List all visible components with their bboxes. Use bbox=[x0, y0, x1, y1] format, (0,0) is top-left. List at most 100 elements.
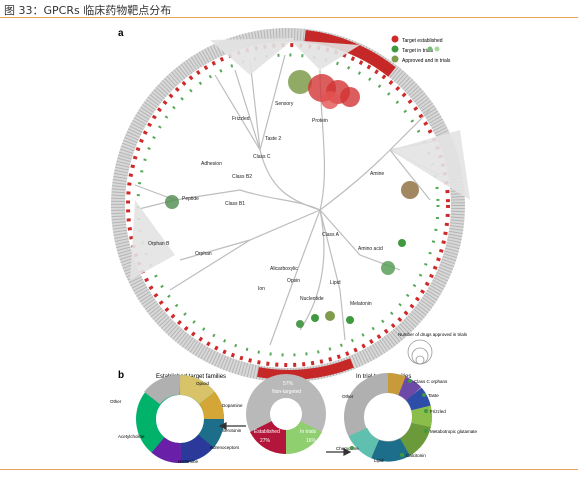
branch-label-orphan-b: Orphan B bbox=[148, 241, 170, 247]
segment-6 bbox=[371, 438, 411, 462]
left-label-other: Other bbox=[110, 399, 122, 404]
branch-label-protein: Protein bbox=[312, 118, 328, 124]
center-donut: 57% Non-targeted Established 27% In tria… bbox=[246, 374, 326, 455]
segment-histamine bbox=[151, 436, 182, 463]
trial-dot bbox=[408, 379, 412, 383]
trial-dot bbox=[424, 429, 428, 433]
arrow-right-head bbox=[343, 448, 352, 456]
left-label-serotonin: Serotonin bbox=[222, 428, 242, 433]
left-label-acetylcholine: Acetylcholine bbox=[118, 434, 145, 439]
branch-label-class-b1: Class B1 bbox=[225, 201, 245, 207]
right-label-lipid: Lipid bbox=[374, 458, 384, 463]
branch-label-taste2: Taste 2 bbox=[265, 136, 281, 142]
left-label-histamine: Histamine bbox=[178, 459, 199, 464]
donut-hole bbox=[270, 398, 302, 430]
legend-swatch-approved bbox=[391, 55, 399, 63]
segment-dopamine bbox=[198, 391, 224, 420]
branch-label-melatonin: Melatonin bbox=[350, 301, 372, 307]
bubble bbox=[398, 239, 406, 247]
legend: Target established Target in trials Appr… bbox=[391, 35, 451, 64]
branch-label-orphan: Orphan bbox=[195, 251, 212, 257]
left-label-dopamine: Dopamine bbox=[222, 403, 243, 408]
right-label-chemokine: Chemokine bbox=[336, 446, 359, 451]
right-label-other: Other bbox=[342, 394, 354, 399]
bubble bbox=[165, 195, 179, 209]
trials-marks bbox=[136, 53, 440, 357]
top-divider bbox=[0, 17, 578, 18]
bubble bbox=[311, 314, 319, 322]
segment-2 bbox=[397, 376, 422, 402]
bubble bbox=[340, 87, 360, 107]
segment-other bbox=[144, 375, 181, 405]
legend-trials-dot bbox=[427, 46, 433, 52]
panel-b-label: b bbox=[118, 370, 124, 381]
trial-dots bbox=[350, 379, 428, 457]
center-label-in-trials: In trials bbox=[300, 429, 317, 435]
bubble bbox=[296, 320, 304, 328]
branch-label-class-c: Class C bbox=[253, 154, 271, 160]
branch-label-class-a: Class A bbox=[322, 232, 340, 238]
branch-label-alicarboxylic: Alicarboxylic bbox=[270, 266, 298, 272]
size-circle bbox=[415, 355, 425, 365]
panel-a-label: a bbox=[118, 28, 124, 39]
legend-trials: Target in trials bbox=[402, 48, 434, 54]
segment-4 bbox=[411, 405, 433, 428]
trial-dot bbox=[424, 409, 428, 413]
branch-label-opsin: Opsin bbox=[287, 278, 300, 284]
branch-label-class-b2: Class B2 bbox=[232, 174, 252, 180]
bubble bbox=[401, 181, 419, 199]
segment-1 bbox=[387, 372, 407, 396]
bubble bbox=[321, 91, 339, 109]
branch-labels: Class A Class B1 Class B2 Class C Peptid… bbox=[148, 101, 384, 307]
left-label-adrenoceptors: Adrenoceptors bbox=[210, 445, 240, 450]
right-label-metabotropic: Metabotropic glutamate bbox=[430, 429, 478, 434]
trial-dot bbox=[350, 446, 354, 450]
bubble bbox=[325, 311, 335, 321]
segment-7 bbox=[348, 427, 380, 459]
branch-label-amino-acid: Amino acid bbox=[358, 246, 383, 252]
center-pct-in-trials: 16% bbox=[306, 438, 317, 444]
right-label-taste: Taste bbox=[428, 393, 439, 398]
legend-established: Target established bbox=[402, 38, 443, 44]
established-arc-bottom bbox=[257, 358, 354, 380]
legend-swatch-trials bbox=[391, 45, 399, 53]
legend-swatch-established bbox=[391, 35, 399, 43]
left-label-opioid: Opioid bbox=[196, 381, 210, 386]
branch-label-lipid: Lipid bbox=[330, 280, 341, 286]
left-donut: Other Opioid Dopamine Serotonin Adrenoce… bbox=[110, 375, 243, 464]
branch-label-frizzled: Frizzled bbox=[232, 116, 250, 122]
figure-caption: 图 33：GPCRs 临床药物靶点分布 bbox=[4, 4, 172, 17]
segment-opioid bbox=[179, 375, 215, 405]
center-pct-established: 27% bbox=[260, 438, 271, 444]
branch-fans bbox=[130, 38, 470, 280]
size-legend-title: Number of drugs approved in trials bbox=[398, 332, 468, 337]
center-label-established: Established bbox=[254, 429, 280, 435]
branch-label-ion: Ion bbox=[258, 286, 265, 292]
segment-serotonin bbox=[197, 418, 225, 448]
right-donut: Class C orphans Taste Frizzled Metabotro… bbox=[336, 372, 478, 463]
branch-label-adhesion: Adhesion bbox=[201, 161, 222, 167]
legend-trials-dot bbox=[434, 46, 440, 52]
segment-5 bbox=[399, 422, 431, 456]
branch-label-amine: Amine bbox=[370, 171, 384, 177]
right-label-frizzled: Frizzled bbox=[430, 409, 446, 414]
trial-dot bbox=[400, 453, 404, 457]
target-bubbles bbox=[165, 70, 419, 328]
branch-label-nucleotide: Nucleotide bbox=[300, 296, 324, 302]
arrow-left-head bbox=[218, 422, 227, 430]
branch-label-peptide: Peptide bbox=[182, 196, 199, 202]
established-marks bbox=[126, 43, 450, 367]
segment-adrenoceptors bbox=[180, 434, 214, 463]
trial-dot bbox=[422, 393, 426, 397]
size-legend: Number of drugs approved in trials bbox=[398, 332, 468, 365]
bottom-divider bbox=[0, 469, 578, 470]
center-pct-non-targeted: 57% bbox=[283, 381, 294, 387]
bubble bbox=[288, 70, 312, 94]
size-circle bbox=[407, 339, 433, 365]
segment-3 bbox=[405, 387, 431, 411]
bubble bbox=[346, 316, 354, 324]
right-label-calcitonin: Calcitonin bbox=[406, 453, 426, 458]
bubble bbox=[381, 261, 395, 275]
branch-label-sensory: Sensory bbox=[275, 101, 294, 107]
